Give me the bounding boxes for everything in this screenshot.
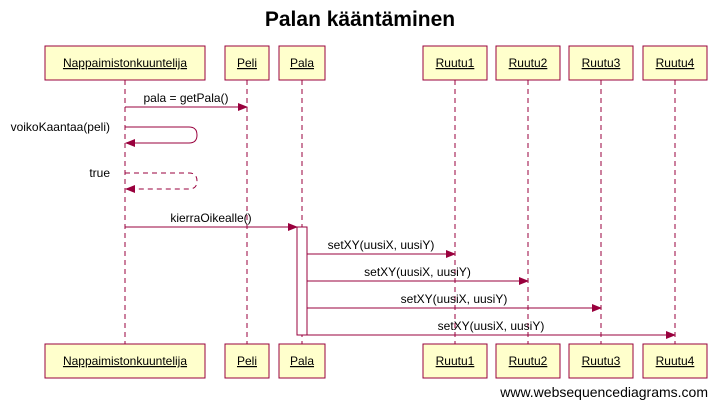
participant-label-bottom-r1: Ruutu1 bbox=[436, 354, 475, 368]
participant-label-bottom-r3: Ruutu3 bbox=[582, 354, 621, 368]
message-label-2: true bbox=[89, 166, 110, 180]
participant-label-bottom-nk: Nappaimistonkuuntelija bbox=[63, 354, 187, 368]
message-label-1: voikoKaantaa(peli) bbox=[11, 120, 110, 134]
participant-box-bottom-r2 bbox=[495, 343, 561, 379]
participant-box-top-r2 bbox=[495, 45, 561, 81]
message-label-6: setXY(uusiX, uusiY) bbox=[401, 292, 508, 306]
participant-box-bottom-r3 bbox=[568, 343, 634, 379]
diagram-title: Palan kääntäminen bbox=[264, 8, 456, 31]
message-label-4: setXY(uusiX, uusiY) bbox=[328, 238, 435, 252]
participant-box-top-r3 bbox=[568, 45, 634, 81]
message-label-3: kierraOikealle() bbox=[170, 211, 251, 225]
footer-watermark: www.websequencediagrams.com bbox=[500, 384, 708, 400]
message-label-0: pala = getPala() bbox=[143, 91, 228, 105]
activation-bar-pala bbox=[296, 226, 308, 336]
message-arrow-2 bbox=[125, 172, 198, 193]
message-label-7: setXY(uusiX, uusiY) bbox=[438, 319, 545, 333]
participant-label-top-r3: Ruutu3 bbox=[582, 56, 621, 70]
participant-box-bottom-r1 bbox=[422, 343, 488, 379]
message-label-5: setXY(uusiX, uusiY) bbox=[364, 265, 471, 279]
participant-box-bottom-peli bbox=[224, 343, 270, 379]
participant-label-top-r4: Ruutu4 bbox=[656, 56, 695, 70]
participant-label-top-nk: Nappaimistonkuuntelija bbox=[63, 56, 187, 70]
participant-box-bottom-r4 bbox=[642, 343, 708, 379]
participant-label-top-pala: Pala bbox=[290, 56, 314, 70]
participant-box-top-pala bbox=[278, 45, 326, 81]
participant-box-bottom-nk bbox=[44, 343, 206, 379]
participant-box-bottom-pala bbox=[278, 343, 326, 379]
participant-label-bottom-r2: Ruutu2 bbox=[509, 354, 548, 368]
participant-box-top-nk bbox=[44, 45, 206, 81]
participant-box-top-peli bbox=[224, 45, 270, 81]
participant-label-top-peli: Peli bbox=[237, 56, 257, 70]
participant-label-top-r1: Ruutu1 bbox=[436, 56, 475, 70]
participant-label-bottom-r4: Ruutu4 bbox=[656, 354, 695, 368]
participant-label-bottom-peli: Peli bbox=[237, 354, 257, 368]
participant-box-top-r1 bbox=[422, 45, 488, 81]
participant-label-top-r2: Ruutu2 bbox=[509, 56, 548, 70]
participant-label-bottom-pala: Pala bbox=[290, 354, 314, 368]
participant-box-top-r4 bbox=[642, 45, 708, 81]
message-arrow-1 bbox=[125, 126, 198, 147]
